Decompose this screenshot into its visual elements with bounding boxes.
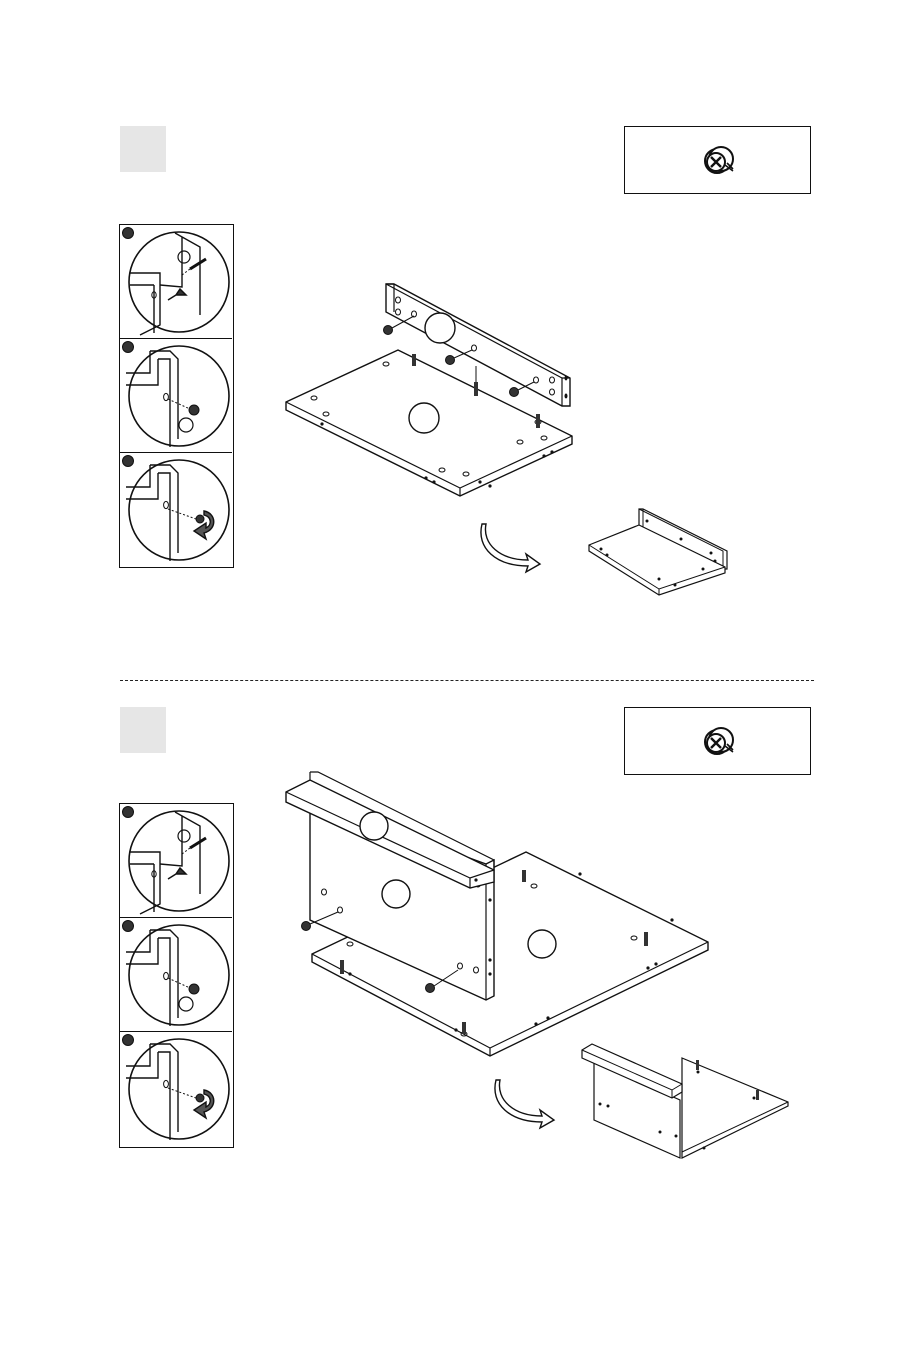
part-label-circle <box>409 403 439 433</box>
part-label-circle <box>382 880 410 908</box>
step-2-assembly-drawing <box>280 770 712 1060</box>
curved-arrow-icon <box>480 520 546 574</box>
detail-column-1 <box>119 224 234 568</box>
step-1-result-drawing <box>585 505 735 600</box>
sub-step-dot <box>123 456 134 467</box>
section-divider <box>120 680 814 681</box>
sub-step-dot <box>123 1035 134 1046</box>
sub-step-dot <box>123 342 134 353</box>
cam-lock-icon <box>699 141 739 181</box>
step-number-box-2 <box>120 707 166 753</box>
detail-insert-cam <box>120 339 232 453</box>
parts-box-1 <box>624 126 811 194</box>
sub-step-dot <box>123 921 134 932</box>
detail-tighten-cam <box>120 1032 232 1146</box>
curved-arrow-icon <box>494 1076 560 1130</box>
detail-tighten-cam <box>120 453 232 567</box>
detail-insert-dowel <box>120 225 232 339</box>
cam-lock-icon <box>699 722 739 762</box>
sub-step-dot <box>123 228 134 239</box>
sub-step-dot <box>123 807 134 818</box>
detail-insert-cam <box>120 918 232 1032</box>
step-2-result-drawing <box>578 1040 792 1162</box>
parts-box-2 <box>624 707 811 775</box>
detail-insert-dowel <box>120 804 232 918</box>
part-label-circle <box>425 313 455 343</box>
part-label-circle <box>528 930 556 958</box>
part-label-circle <box>360 812 388 840</box>
step-number-box-1 <box>120 126 166 172</box>
step-1-assembly-drawing <box>270 270 590 510</box>
detail-column-2 <box>119 803 234 1148</box>
